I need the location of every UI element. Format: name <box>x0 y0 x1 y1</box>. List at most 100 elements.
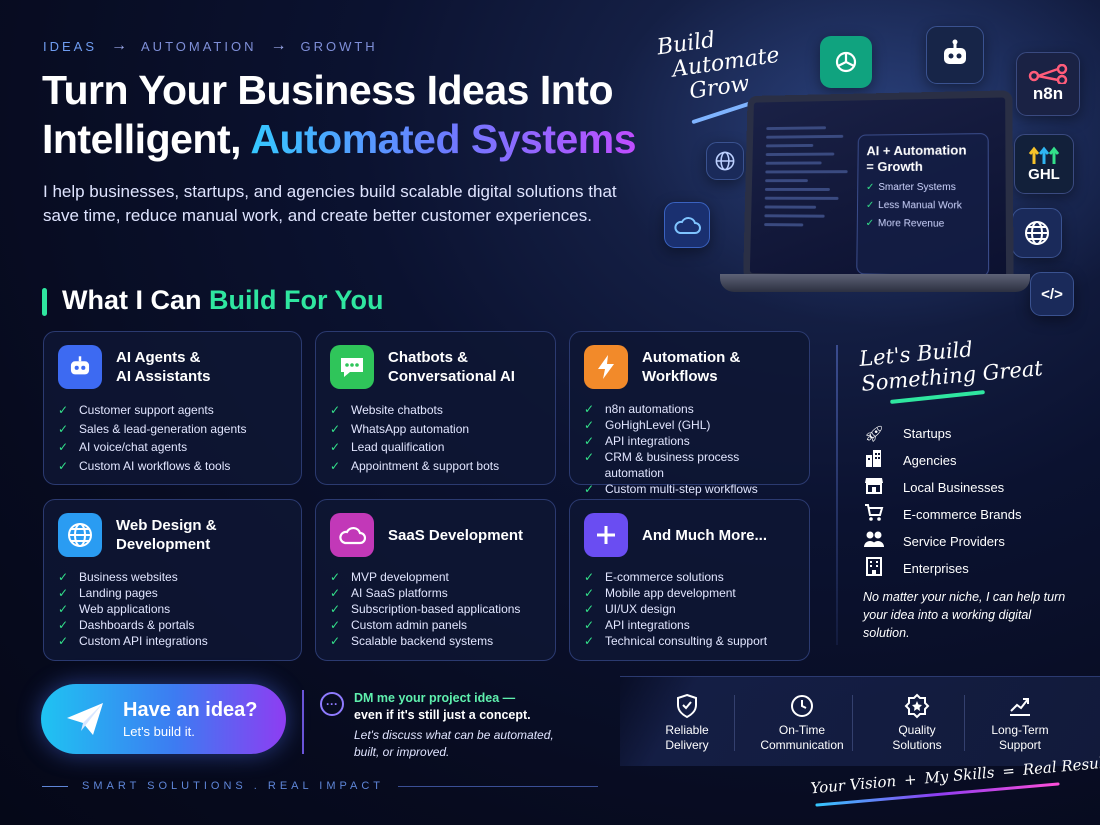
kicker-step-ideas: IDEAS <box>43 39 97 54</box>
panel-item: ✓Less Manual Work <box>866 200 980 212</box>
section-title-plain: What I Can <box>62 285 209 315</box>
globe-small-icon <box>706 142 744 180</box>
card-much-more: And Much More... ✓E-commerce solutions ✓… <box>569 499 810 661</box>
arrow-right-icon: → <box>111 37 127 55</box>
dm-message: DM me your project idea — even if it's s… <box>354 690 564 761</box>
slogan-plus: + <box>903 770 917 789</box>
ghl-icon: GHL <box>1014 134 1074 194</box>
laptop-screen: AI + Automation = Growth ✓Smarter System… <box>743 90 1014 286</box>
panel-title-2: = Growth <box>866 158 979 175</box>
section-title-accent: Build For You <box>209 285 384 315</box>
list-item: ✓Customer support agents <box>58 401 287 420</box>
list-item: ✓MVP development <box>330 569 541 585</box>
list-item: ✓Custom AI workflows & tools <box>58 457 287 476</box>
list-item: ✓Custom API integrations <box>58 633 287 649</box>
cart-icon <box>863 502 885 527</box>
code-icon: </> <box>1030 272 1074 316</box>
list-item: ✓Lead qualification <box>330 438 541 457</box>
card-title: Conversational AI <box>388 367 515 386</box>
list-item: ✓UI/UX design <box>584 601 795 617</box>
growth-panel: AI + Automation = Growth ✓Smarter System… <box>856 133 989 277</box>
people-icon <box>863 529 885 554</box>
list-item: ✓Landing pages <box>58 585 287 601</box>
card-title: AI Assistants <box>116 367 210 386</box>
panel-item: ✓Smarter Systems <box>866 182 979 193</box>
dm-line-1: DM me your project idea — <box>354 690 564 707</box>
card-automation: Automation &Workflows ✓n8n automations ✓… <box>569 331 810 485</box>
slogan-vision: Your Vision <box>810 772 897 797</box>
audience-item: Agencies <box>863 447 1021 474</box>
card-title: SaaS Development <box>388 526 523 545</box>
panel-item: ✓More Revenue <box>866 218 980 230</box>
list-item: ✓API integrations <box>584 433 795 449</box>
paper-plane-icon <box>65 701 105 737</box>
intro-text: I help businesses, startups, and agencie… <box>43 180 623 228</box>
slogan-equals: = <box>1001 762 1015 781</box>
code-lines <box>764 120 852 233</box>
laptop-mockup: AI + Automation = Growth ✓Smarter System… <box>740 92 1010 292</box>
clock-icon <box>747 693 857 719</box>
audience-panel: Let's Build Something Great 🚀︎Startups A… <box>836 345 1096 645</box>
list-item: ✓CRM & business process automation <box>584 449 795 481</box>
office-building-icon <box>863 556 885 581</box>
kicker: IDEAS → AUTOMATION → GROWTH <box>43 37 378 55</box>
laptop-base <box>720 274 1030 292</box>
rocket-icon: 🚀︎ <box>863 424 885 444</box>
list-item: ✓Subscription-based applications <box>330 601 541 617</box>
headline-line-2: Intelligent, Automated Systems <box>42 115 636 164</box>
list-item: ✓AI SaaS platforms <box>330 585 541 601</box>
chat-dots-icon: ··· <box>320 692 344 716</box>
divider <box>734 695 735 751</box>
audience-item: Service Providers <box>863 528 1021 555</box>
card-saas: SaaS Development ✓MVP development ✓AI Sa… <box>315 499 556 661</box>
divider <box>836 345 838 645</box>
audience-list: 🚀︎Startups Agencies Local Businesses E-c… <box>863 420 1021 582</box>
ghl-label: GHL <box>1028 166 1060 183</box>
card-title: Automation & <box>642 348 740 367</box>
list-item: ✓GoHighLevel (GHL) <box>584 417 795 433</box>
list-item: ✓API integrations <box>584 617 795 633</box>
card-title: Web Design & <box>116 516 217 535</box>
card-chatbots: Chatbots &Conversational AI ✓Website cha… <box>315 331 556 485</box>
card-web-design: Web Design &Development ✓Business websit… <box>43 499 302 661</box>
robot-icon <box>58 345 102 389</box>
list-item: ✓Web applications <box>58 601 287 617</box>
list-item: ✓Dashboards & portals <box>58 617 287 633</box>
list-item: ✓Scalable backend systems <box>330 633 541 649</box>
list-item: ✓Appointment & support bots <box>330 457 541 476</box>
list-item: ✓WhatsApp automation <box>330 420 541 439</box>
card-title: Development <box>116 535 217 554</box>
buildings-icon <box>863 448 885 473</box>
storefront-icon <box>863 475 885 500</box>
shield-check-icon <box>632 693 742 719</box>
badge-star-icon <box>862 693 972 719</box>
list-item: ✓Website chatbots <box>330 401 541 420</box>
card-title: AI Agents & <box>116 348 210 367</box>
audience-item: Local Businesses <box>863 474 1021 501</box>
list-item: ✓AI voice/chat agents <box>58 438 287 457</box>
section-title: What I Can Build For You <box>62 285 384 316</box>
list-item: ✓Technical consulting & support <box>584 633 795 649</box>
divider <box>302 690 304 754</box>
card-title: Chatbots & <box>388 348 515 367</box>
divider <box>852 695 853 751</box>
audience-item: Enterprises <box>863 555 1021 582</box>
robot-icon <box>926 26 984 84</box>
audience-item: E-commerce Brands <box>863 501 1021 528</box>
headline-line-1: Turn Your Business Ideas Into <box>42 66 636 115</box>
headline-accent: Automated Systems <box>250 116 636 162</box>
card-title: And Much More... <box>642 526 767 545</box>
have-an-idea-button[interactable]: Have an idea? Let's build it. <box>41 684 286 754</box>
cloud-icon <box>330 513 374 557</box>
list-item: ✓Sales & lead-generation agents <box>58 420 287 439</box>
features-panel: ReliableDelivery On-TimeCommunication Qu… <box>620 676 1100 766</box>
feature-on-time: On-TimeCommunication <box>747 693 857 753</box>
arrow-right-icon: → <box>270 37 286 55</box>
globe-icon <box>58 513 102 557</box>
feature-reliable-delivery: ReliableDelivery <box>632 693 742 753</box>
section-accent-bar <box>42 288 47 316</box>
lightning-icon <box>584 345 628 389</box>
growth-chart-icon <box>965 693 1075 719</box>
openai-icon <box>820 36 872 88</box>
list-item: ✓Mobile app development <box>584 585 795 601</box>
